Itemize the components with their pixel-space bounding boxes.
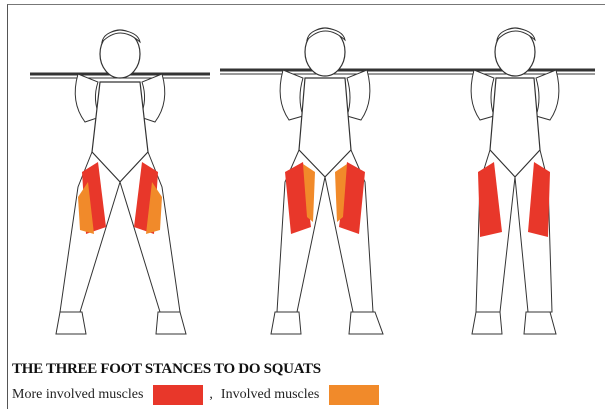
shoulder-stance-illustration [215,12,415,347]
legend-swatch-more-involved [153,385,203,405]
legend-label-involved: Involved muscles [221,387,319,403]
legend: More involved muscles , Involved muscles [12,384,385,406]
narrow-stance-illustration [400,12,600,347]
illustration-caption: THE THREE FOOT STANCES TO DO SQUATS [12,361,321,378]
figure-shoulder-stance [215,12,415,347]
figure-narrow-stance [400,12,600,347]
wide-stance-illustration [20,12,220,347]
legend-label-more-involved: More involved muscles [12,387,143,403]
figure-wide-stance [20,12,220,347]
legend-swatch-involved [329,385,379,405]
legend-separator: , [209,387,213,403]
